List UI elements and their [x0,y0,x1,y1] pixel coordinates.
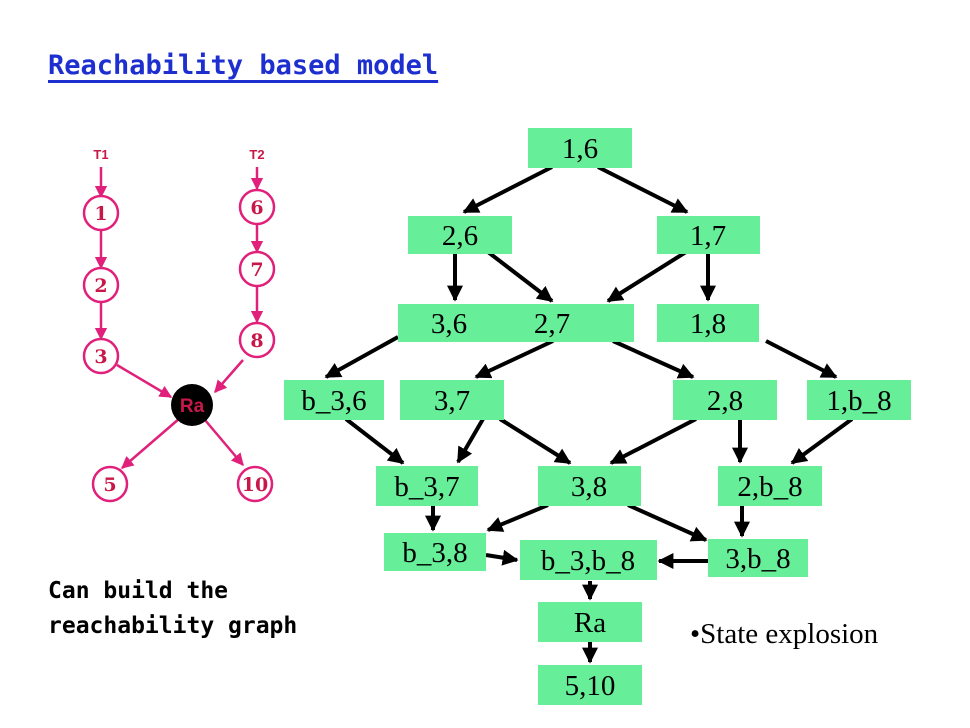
caption-line-1: Can build the [48,578,229,604]
state-ra-label: Ra [574,607,606,639]
state-2-8-label: 2,8 [707,385,743,417]
t2-node-7 [238,250,276,288]
state-b-3-6-label: b_3,6 [301,385,366,417]
t2-node-6-label: 6 [250,197,263,219]
thread-t2-label: T2 [249,147,264,162]
state-b-3-7-label: b_3,7 [394,471,459,503]
edge-1b8-2b8 [790,417,854,465]
edge-b38-bb8 [485,549,519,566]
sync-node-ra [171,384,213,426]
t1-node-1-label: 1 [94,203,107,225]
after-node-5-label: 5 [103,474,116,496]
edge-37-38 [498,417,572,465]
t2-node-6 [238,188,276,226]
t1-node-3-label: 3 [94,346,107,368]
state-explosion-bullet: •State explosion [690,618,879,650]
after-node-10 [236,465,274,503]
t2-node-7-label: 7 [250,259,263,281]
state-1-7-label: 1,7 [690,220,726,252]
state-2-6: 2,6 [408,216,512,254]
state-1-8: 1,8 [657,304,759,342]
edge-38-3b8 [627,503,708,542]
t1-node-2 [82,266,120,304]
reachability-graph: 1,6 2,6 1,7 3,6 2,7 1,8 b_3,6 3,7 2,8 1,… [284,128,911,705]
state-5-10-label: 5,10 [565,670,616,702]
t1-node-1 [82,194,120,232]
t2-node-8-label: 8 [250,330,263,352]
state-b-3-b-8: b_3,b_8 [520,540,657,580]
t2-node-8 [238,321,276,359]
state-1-b-8: 1,b_8 [807,380,911,420]
state-2-8: 2,8 [673,380,777,420]
thread-t1-label: T1 [93,147,108,162]
state-3-6-label: 3,6 [431,308,467,340]
state-2-b-8: 2,b_8 [718,466,822,506]
edge-17-27 [606,250,688,303]
after-node-5 [91,465,129,503]
edge-27-28 [612,339,695,379]
state-b-3-b-8-label: b_3,b_8 [541,545,635,577]
edge-b36-b37 [344,417,405,465]
state-3-7: 3,7 [400,380,504,420]
edge-28-38 [609,417,697,465]
state-3-8: 3,8 [538,466,641,506]
state-3-b-8-label: 3,b_8 [725,543,790,575]
state-1-7: 1,7 [657,216,760,254]
edge-16-17 [597,165,689,214]
edge-37-b37 [456,417,485,464]
after-node-10-label: 10 [242,474,268,496]
edge-3-ra [116,363,173,399]
caption-line-2: reachability graph [48,613,298,639]
edge-26-27 [486,250,554,303]
state-3-7-label: 3,7 [434,385,470,417]
state-1-6: 1,6 [528,128,632,168]
thread-model: T1 T2 1 2 3 6 7 8 [82,147,276,503]
t1-node-2-label: 2 [94,275,107,297]
state-2-b-8-label: 2,b_8 [737,471,802,503]
state-1-6-label: 1,6 [562,133,598,165]
edge-36-b36 [324,335,399,379]
state-1-8-label: 1,8 [690,308,726,340]
state-5-10: 5,10 [538,665,642,705]
edge-ra-10 [204,419,244,466]
state-2-7-label: 2,7 [534,308,570,340]
state-2-6-label: 2,6 [442,220,478,252]
edge-8-ra [214,359,244,393]
edge-38-b38 [486,503,549,532]
state-3-b-8: 3,b_8 [708,539,808,577]
edge-18-1b8 [765,339,838,379]
state-3-8-label: 3,8 [571,471,607,503]
t1-node-3 [82,337,120,375]
slide-title: Reachability based model [48,50,439,81]
edge-16-26 [462,165,553,214]
state-2-7: 2,7 [500,304,634,342]
state-b-3-8-label: b_3,8 [402,537,467,569]
state-1-b-8-label: 1,b_8 [826,385,891,417]
edge-ra-5 [121,417,181,469]
state-ra: Ra [538,602,642,642]
state-b-3-8: b_3,8 [384,533,486,571]
state-b-3-7: b_3,7 [376,466,478,506]
edge-27-37 [474,339,554,379]
state-b-3-6: b_3,6 [284,380,384,420]
sync-node-ra-label: Ra [180,396,205,417]
caption: Can build the reachability graph [48,574,297,644]
state-3-6: 3,6 [398,304,500,342]
